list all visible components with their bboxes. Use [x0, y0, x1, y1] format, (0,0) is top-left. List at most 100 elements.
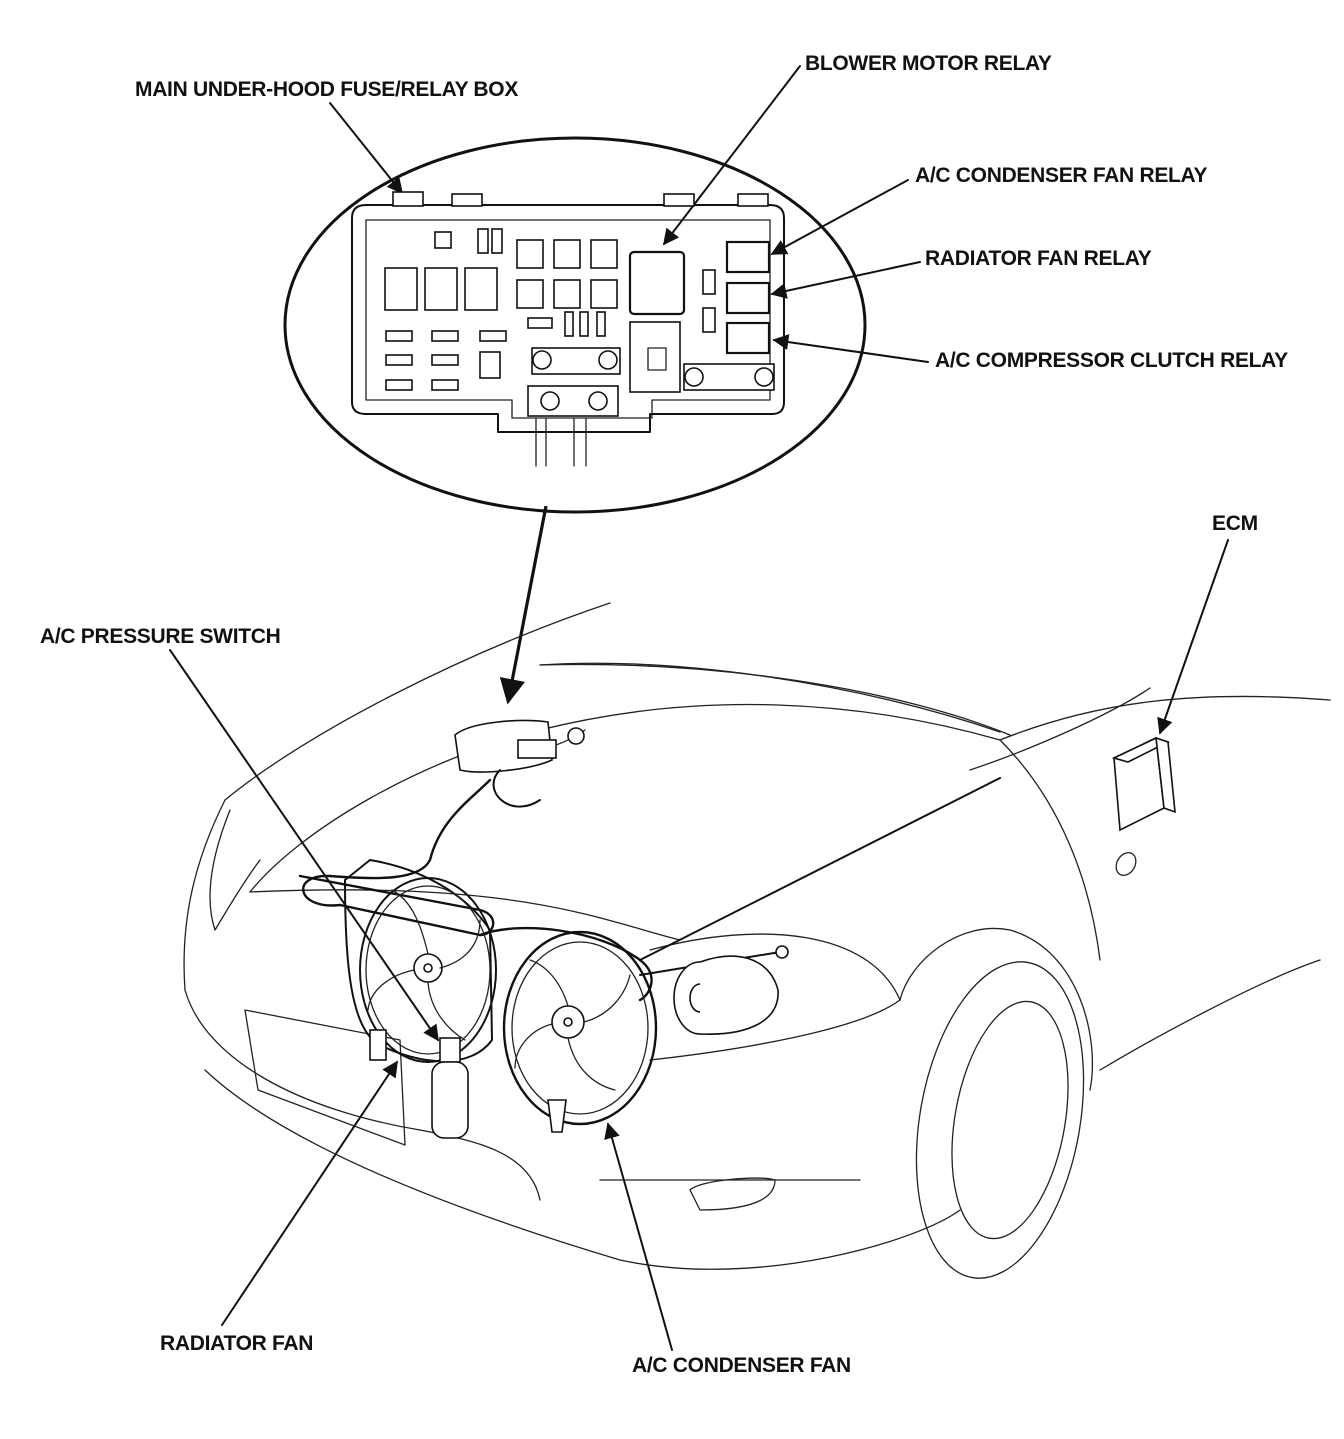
mini-relay [553, 279, 581, 309]
mini-relay [590, 279, 618, 309]
terminal-bolt [754, 367, 774, 387]
fuse [579, 311, 589, 337]
box-tab [663, 193, 695, 207]
wheel-rim [951, 1000, 1069, 1240]
radiator-fan-assembly [343, 858, 497, 1139]
mini-relay [553, 239, 581, 269]
terminal-bolt [684, 367, 704, 387]
right-fender-top [999, 739, 1101, 961]
mini-relay [516, 279, 544, 309]
hood-outline [249, 703, 1001, 893]
leader-detail-to-car [499, 505, 548, 705]
maxi-fuse [384, 267, 418, 311]
box-tab [392, 191, 424, 207]
fuse [479, 330, 507, 342]
fuse [385, 330, 413, 342]
terminal-bolt [540, 391, 560, 411]
bumper-upper [184, 989, 421, 1131]
leader-ecm [1157, 539, 1229, 735]
fuse [385, 379, 413, 391]
fuse [479, 351, 501, 379]
condenser-fan-relay [725, 240, 771, 274]
fuse [477, 228, 489, 254]
connector-key [647, 347, 667, 371]
leader-radiator-fan [221, 1060, 398, 1326]
leader-condenser-relay [770, 179, 909, 255]
side-marker [1115, 852, 1137, 876]
leader-condenser-fan [604, 1122, 673, 1351]
label-compressor-clutch-relay: A/C COMPRESSOR CLUTCH RELAY [935, 349, 1288, 372]
harness-loop [492, 769, 541, 808]
fuse [702, 269, 716, 295]
label-condenser-fan: A/C CONDENSER FAN [632, 1354, 851, 1377]
cowl-line [539, 662, 1001, 733]
radiator-fan-ring-inner [365, 885, 491, 1055]
mini-relay [516, 239, 544, 269]
fuse-box-detail [283, 136, 867, 514]
connector-socket [629, 321, 681, 393]
detail-oval [283, 136, 867, 514]
condenser-fan-ring-inner [511, 941, 649, 1115]
ecm-unit [1111, 736, 1176, 832]
installed-fuse-box [454, 719, 586, 808]
label-blower-motor-relay: BLOWER MOTOR RELAY [805, 52, 1052, 75]
radiator-fan-bracket [369, 1029, 387, 1061]
left-headlight [209, 809, 261, 931]
condenser-fan-hub-center [563, 1017, 573, 1027]
rocker-line [1099, 959, 1321, 1071]
maxi-fuse [424, 267, 458, 311]
fuse [385, 354, 413, 366]
ecm-side [1155, 736, 1176, 814]
harness-to-ecm [639, 777, 1001, 961]
left-fender [183, 799, 226, 991]
hood-rear-edge [224, 602, 611, 801]
label-ecm: ECM [1212, 512, 1258, 535]
fuse [527, 317, 553, 329]
receiver-dryer [431, 1061, 469, 1139]
label-radiator-fan: RADIATOR FAN [160, 1332, 313, 1355]
leader-blower-relay [663, 65, 801, 246]
fuse-box-inner [365, 219, 771, 419]
blower-motor-relay [628, 250, 686, 316]
label-radiator-fan-relay: RADIATOR FAN RELAY [925, 247, 1152, 270]
fog-light [689, 1177, 776, 1211]
leader-lines [169, 65, 1229, 1351]
hood-front-edge [249, 889, 681, 941]
mini-relay [590, 239, 618, 269]
leader-radiator-relay [770, 261, 921, 299]
bumper-lower [204, 1069, 961, 1270]
fuse [431, 379, 459, 391]
wiring-harness [298, 777, 1001, 1002]
a-pillar [969, 687, 1151, 771]
terminal-bolt [588, 391, 608, 411]
fuse [596, 311, 606, 337]
condenser-fan-bracket [547, 1099, 567, 1133]
fuse [431, 330, 459, 342]
condenser-fan-blades [514, 959, 631, 1091]
door-line [999, 695, 1331, 741]
fuse [491, 228, 503, 254]
battery-terminal [567, 727, 585, 745]
terminal-bolt [598, 350, 618, 370]
label-pressure-switch: A/C PRESSURE SWITCH [40, 625, 281, 648]
leader-compressor-relay [772, 334, 929, 363]
compressor-body [699, 955, 779, 1035]
condenser-fan-ring [502, 930, 658, 1126]
installed-box-connector [517, 739, 557, 759]
radiator-fan-relay [725, 281, 771, 315]
compressor-clutch-relay [725, 321, 771, 355]
maxi-fuse [464, 267, 498, 311]
fuse [434, 231, 452, 249]
fuse-box-outline [351, 204, 785, 433]
compressor-fitting [775, 945, 789, 959]
fuse [564, 311, 574, 337]
label-condenser-fan-relay: A/C CONDENSER FAN RELAY [915, 164, 1207, 187]
radiator-fan-ring [359, 877, 497, 1063]
windshield-base [539, 663, 1011, 736]
output-wires [535, 417, 587, 467]
radiator-fan-blades [367, 889, 481, 1041]
box-tab [451, 193, 483, 207]
leader-fuse-box [329, 102, 403, 195]
fuse [431, 354, 459, 366]
